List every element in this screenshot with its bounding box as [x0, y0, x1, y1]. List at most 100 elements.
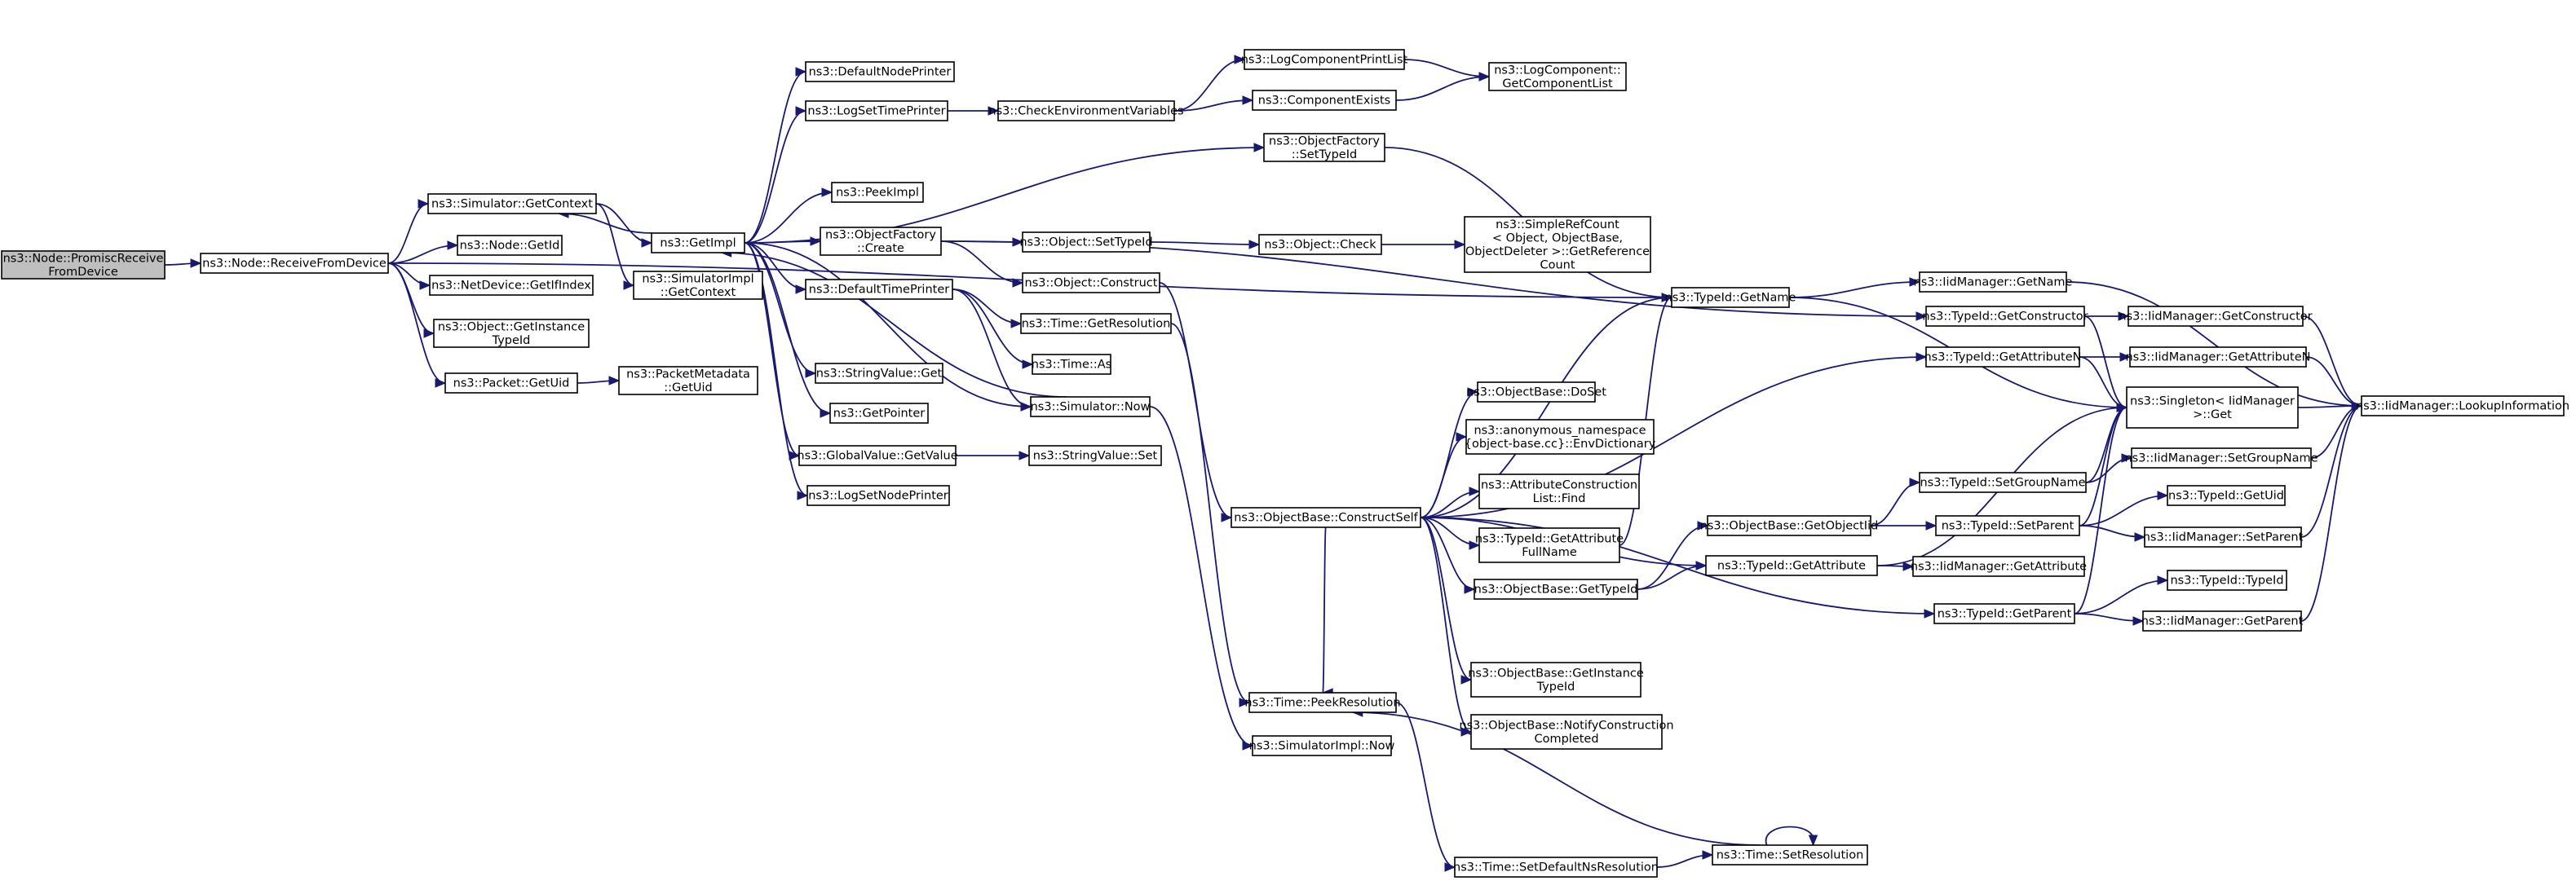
node-iidsgn[interactable]: ns3::IidManager::SetGroupName: [2124, 447, 2318, 469]
node-pmuid[interactable]: ns3::PacketMetadata::GetUid: [618, 366, 758, 395]
edge-getimpl-to-peekimpl: [744, 187, 833, 244]
node-tidgetattr[interactable]: ns3::TypeId::GetAttribute: [1705, 555, 1878, 576]
node-box: [2128, 306, 2304, 327]
node-label: ns3::Time::SetResolution: [1717, 849, 1864, 862]
node-label: ns3::Time::GetResolution: [1022, 318, 1171, 331]
node-box: [1477, 381, 1596, 403]
node-rfd[interactable]: ns3::Node::ReceiveFromDevice: [200, 253, 389, 274]
node-ofcreate[interactable]: ns3::ObjectFactory::Create: [820, 227, 942, 256]
node-tidgetuid[interactable]: ns3::TypeId::GetUid: [2167, 485, 2286, 506]
node-label: TypeId: [1536, 681, 1575, 694]
node-label: ns3::ObjectBase::DoSet: [1466, 386, 1606, 399]
node-peekimpl[interactable]: ns3::PeekImpl: [831, 182, 924, 203]
node-label: ns3::LogSetTimePrinter: [807, 105, 945, 118]
node-simimplgc[interactable]: ns3::SimulatorImpl::GetContext: [633, 271, 763, 300]
node-tidtid[interactable]: ns3::TypeId::TypeId: [2167, 570, 2287, 591]
node-tidgetname[interactable]: ns3::TypeId::GetName: [1665, 287, 1796, 308]
node-anonenv[interactable]: ns3::anonymous_namespace{object-base.cc}…: [1465, 419, 1656, 455]
node-singleton[interactable]: ns3::Singleton< IidManager>::Get: [2126, 386, 2299, 429]
node-checkenv[interactable]: ns3::CheckEnvironmentVariables: [988, 100, 1184, 121]
node-label: ns3::TypeId::TypeId: [2170, 575, 2283, 588]
node-timeas[interactable]: ns3::Time::As: [1032, 354, 1111, 375]
node-iidgetattrn[interactable]: ns3::IidManager::GetAttributeN: [2125, 346, 2311, 368]
node-iidgetparent[interactable]: ns3::IidManager::GetParent: [2141, 610, 2304, 632]
node-box: [1022, 272, 1160, 293]
edge-tidgetctor-to-iidgetctor: [2083, 311, 2130, 321]
node-box: [815, 363, 943, 384]
node-ofsettid[interactable]: ns3::ObjectFactory::SetTypeId: [1263, 133, 1385, 162]
edge-tidgetname-to-iidgetname: [1788, 277, 1921, 298]
node-label: Completed: [1534, 733, 1598, 746]
node-box: [2361, 395, 2565, 416]
node-obnc[interactable]: ns3::ObjectBase::NotifyConstructionCompl…: [1459, 714, 1674, 750]
node-box: [651, 232, 745, 253]
node-compexists[interactable]: ns3::ComponentExists: [1252, 90, 1397, 111]
edge-iidgetctor-to-iidlookup: [2302, 315, 2363, 411]
node-box: [427, 193, 597, 214]
edge-obcs-to-anonenv: [1420, 432, 1468, 518]
node-label: ns3::ObjectFactory: [1269, 134, 1380, 148]
node-srcgrc[interactable]: ns3::SimpleRefCount< Object, ObjectBase,…: [1464, 216, 1651, 273]
node-iidsetparent[interactable]: ns3::IidManager::SetParent: [2143, 526, 2304, 548]
node-netdev[interactable]: ns3::NetDevice::GetIfIndex: [429, 275, 594, 296]
node-box: [618, 366, 758, 395]
node-iidgetctor[interactable]: ns3::IidManager::GetConstructor: [2119, 306, 2313, 327]
node-gvget[interactable]: ns3::GlobalValue::GetValue: [797, 445, 958, 466]
node-box: [1919, 472, 2087, 493]
node-timepeek[interactable]: ns3::Time::PeekResolution: [1244, 692, 1401, 713]
node-tidgetparent[interactable]: ns3::TypeId::GetParent: [1933, 603, 2075, 624]
node-logsnp[interactable]: ns3::LogSetNodePrinter: [806, 485, 950, 506]
node-logstp[interactable]: ns3::LogSetTimePrinter: [805, 100, 948, 121]
node-label: ns3::TypeId::SetGroupName: [1920, 477, 2085, 490]
node-tidsetparent[interactable]: ns3::TypeId::SetParent: [1935, 515, 2080, 536]
node-timegetres[interactable]: ns3::Time::GetResolution: [1020, 313, 1172, 334]
node-label: ns3::GlobalValue::GetValue: [797, 450, 957, 463]
node-nodegetid[interactable]: ns3::Node::GetId: [457, 235, 563, 256]
node-objconstruct[interactable]: ns3::Object::Construct: [1022, 272, 1160, 293]
node-obcs[interactable]: ns3::ObjectBase::ConstructSelf: [1231, 507, 1421, 528]
node-obdoset[interactable]: ns3::ObjectBase::DoSet: [1466, 381, 1606, 403]
node-getimpl[interactable]: ns3::GetImpl: [651, 232, 745, 253]
node-lcgcl[interactable]: ns3::LogComponent::GetComponentList: [1488, 62, 1627, 91]
node-iidlookup[interactable]: ns3::IidManager::LookupInformation: [2356, 395, 2569, 416]
node-svget[interactable]: ns3::StringValue::Get: [815, 363, 943, 384]
node-objsettid[interactable]: ns3::Object::SetTypeId: [1019, 231, 1153, 253]
node-box: [433, 319, 590, 348]
node-obgettid[interactable]: ns3::ObjectBase::GetTypeId: [1474, 579, 1638, 600]
node-tidsgn[interactable]: ns3::TypeId::SetGroupName: [1919, 472, 2087, 493]
node-obgoi[interactable]: ns3::ObjectBase::GetObjectIid: [1700, 515, 1879, 536]
node-box: [2129, 346, 2307, 368]
node-simgc[interactable]: ns3::Simulator::GetContext: [427, 193, 597, 214]
node-deftp[interactable]: ns3::DefaultTimePrinter: [805, 279, 953, 300]
edge-tidsetparent-to-singleton: [2079, 403, 2128, 526]
node-box: [997, 100, 1175, 121]
node-label: ns3::ObjectBase::GetTypeId: [1474, 584, 1638, 597]
node-timesetres[interactable]: ns3::Time::SetResolution: [1712, 844, 1868, 866]
node-pktuid[interactable]: ns3::Packet::GetUid: [444, 372, 578, 394]
node-tidgetattrn[interactable]: ns3::TypeId::GetAttributeN: [1924, 346, 2082, 368]
node-lcpl[interactable]: ns3::LogComponentPrintList: [1241, 49, 1408, 70]
node-simnow[interactable]: ns3::Simulator::Now: [1030, 396, 1151, 417]
node-label: ns3::IidManager::SetGroupName: [2124, 452, 2318, 465]
edge-simgc-to-getimpl: [595, 203, 653, 248]
node-defnp[interactable]: ns3::DefaultNodePrinter: [805, 61, 955, 82]
node-box: [633, 271, 763, 300]
node-label: ns3::LogComponent::: [1494, 64, 1621, 77]
node-label: List::Find: [1533, 492, 1586, 505]
edge-obcs-to-tidgafn: [1420, 517, 1481, 550]
node-getptr[interactable]: ns3::GetPointer: [829, 403, 929, 424]
node-iidgetattr[interactable]: ns3::IidManager::GetAttribute: [1911, 556, 2087, 577]
node-svset[interactable]: ns3::StringValue::Set: [1028, 445, 1162, 466]
node-iidgetname[interactable]: ns3::IidManager::GetName: [1914, 271, 2073, 293]
node-box: [444, 372, 578, 394]
node-timesetdef[interactable]: ns3::Time::SetDefaultNsResolution: [1453, 857, 1659, 878]
node-objcheck[interactable]: ns3::Object::Check: [1258, 234, 1382, 255]
node-label: ns3::SimpleRefCount: [1496, 218, 1619, 231]
node-tidgetctor[interactable]: ns3::TypeId::GetConstructor: [1922, 306, 2088, 327]
node-simimplnow[interactable]: ns3::SimulatorImpl::Now: [1249, 735, 1395, 756]
